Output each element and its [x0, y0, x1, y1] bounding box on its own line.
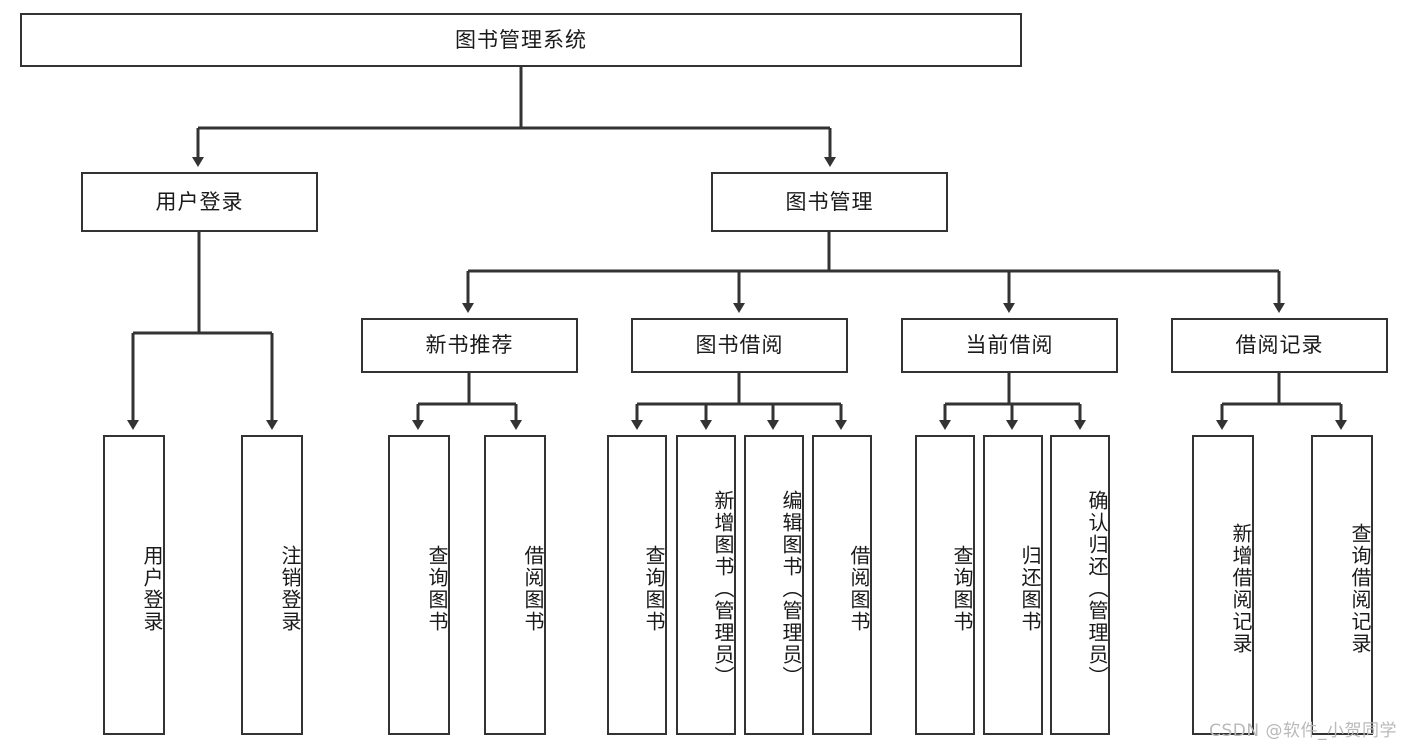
node-leaf-return-book-label: 归还图书	[1018, 545, 1042, 633]
node-new-book-rec-label: 新书推荐	[425, 333, 514, 358]
node-leaf-user-login-label: 用户登录	[140, 545, 164, 633]
node-leaf-query-book-3[interactable]: 查询图书	[915, 435, 975, 735]
node-leaf-query-book-3-label: 查询图书	[950, 545, 974, 633]
node-leaf-borrow-book-2[interactable]: 借阅图书	[812, 435, 872, 735]
node-book-manage-label: 图书管理	[785, 189, 874, 214]
node-book-borrow-label: 图书借阅	[695, 333, 784, 358]
node-leaf-borrow-book-1-label: 借阅图书	[521, 545, 545, 633]
node-leaf-confirm-return-label: 确认归还（管理员）	[1085, 490, 1109, 688]
node-leaf-add-book-label: 新增图书（管理员）	[711, 490, 735, 688]
node-leaf-user-logout[interactable]: 注销登录	[241, 435, 303, 735]
node-leaf-confirm-return[interactable]: 确认归还（管理员）	[1050, 435, 1110, 735]
node-borrow-record[interactable]: 借阅记录	[1171, 318, 1388, 373]
node-leaf-user-login[interactable]: 用户登录	[103, 435, 165, 735]
node-leaf-query-book-1[interactable]: 查询图书	[388, 435, 450, 735]
node-leaf-add-record[interactable]: 新增借阅记录	[1192, 435, 1254, 735]
node-leaf-query-book-2[interactable]: 查询图书	[607, 435, 667, 735]
node-leaf-return-book[interactable]: 归还图书	[983, 435, 1043, 735]
node-leaf-query-book-2-label: 查询图书	[642, 545, 666, 633]
node-new-book-rec[interactable]: 新书推荐	[361, 318, 578, 373]
node-book-borrow[interactable]: 图书借阅	[631, 318, 848, 373]
node-leaf-user-logout-label: 注销登录	[278, 545, 302, 633]
node-book-manage[interactable]: 图书管理	[711, 172, 948, 232]
node-leaf-borrow-book-1[interactable]: 借阅图书	[484, 435, 546, 735]
node-current-borrow[interactable]: 当前借阅	[901, 318, 1118, 373]
node-leaf-add-record-label: 新增借阅记录	[1229, 523, 1253, 655]
node-root[interactable]: 图书管理系统	[20, 13, 1022, 67]
node-leaf-edit-book-label: 编辑图书（管理员）	[779, 490, 803, 688]
node-leaf-query-record[interactable]: 查询借阅记录	[1311, 435, 1373, 735]
node-current-borrow-label: 当前借阅	[965, 333, 1054, 358]
node-leaf-add-book[interactable]: 新增图书（管理员）	[676, 435, 736, 735]
node-leaf-query-book-1-label: 查询图书	[425, 545, 449, 633]
node-borrow-record-label: 借阅记录	[1235, 333, 1324, 358]
node-root-label: 图书管理系统	[455, 27, 587, 52]
node-leaf-query-record-label: 查询借阅记录	[1348, 523, 1372, 655]
node-user-login[interactable]: 用户登录	[81, 172, 318, 232]
node-user-login-label: 用户登录	[155, 189, 244, 214]
node-leaf-edit-book[interactable]: 编辑图书（管理员）	[744, 435, 804, 735]
node-leaf-borrow-book-2-label: 借阅图书	[847, 545, 871, 633]
